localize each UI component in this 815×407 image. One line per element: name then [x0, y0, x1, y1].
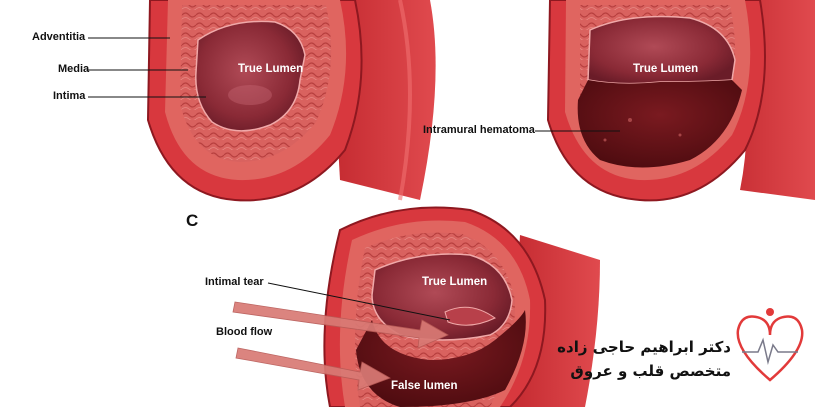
- label-false-lumen: False lumen: [391, 380, 458, 392]
- label-true-lumen-a: True Lumen: [238, 63, 304, 75]
- label-media: Media: [58, 63, 90, 75]
- panel-c-vessel: [232, 206, 600, 407]
- label-true-lumen-c: True Lumen: [422, 276, 488, 288]
- logo-name: دکتر ابراهیم حاجی زاده: [557, 338, 731, 356]
- label-intimal-tear: Intimal tear: [205, 276, 264, 288]
- label-intima: Intima: [53, 90, 86, 102]
- label-intramural-hematoma: Intramural hematoma: [423, 124, 535, 136]
- panel-a-vessel: [88, 0, 436, 202]
- panel-letter-c: C: [186, 211, 199, 230]
- panel-b-vessel: [535, 0, 815, 202]
- label-adventitia: Adventitia: [32, 31, 86, 43]
- label-true-lumen-b: True Lumen: [633, 63, 699, 75]
- logo-heart-icon: [736, 308, 804, 382]
- logo-specialty: متخصص قلب و عروق: [570, 362, 731, 380]
- label-blood-flow: Blood flow: [216, 326, 273, 338]
